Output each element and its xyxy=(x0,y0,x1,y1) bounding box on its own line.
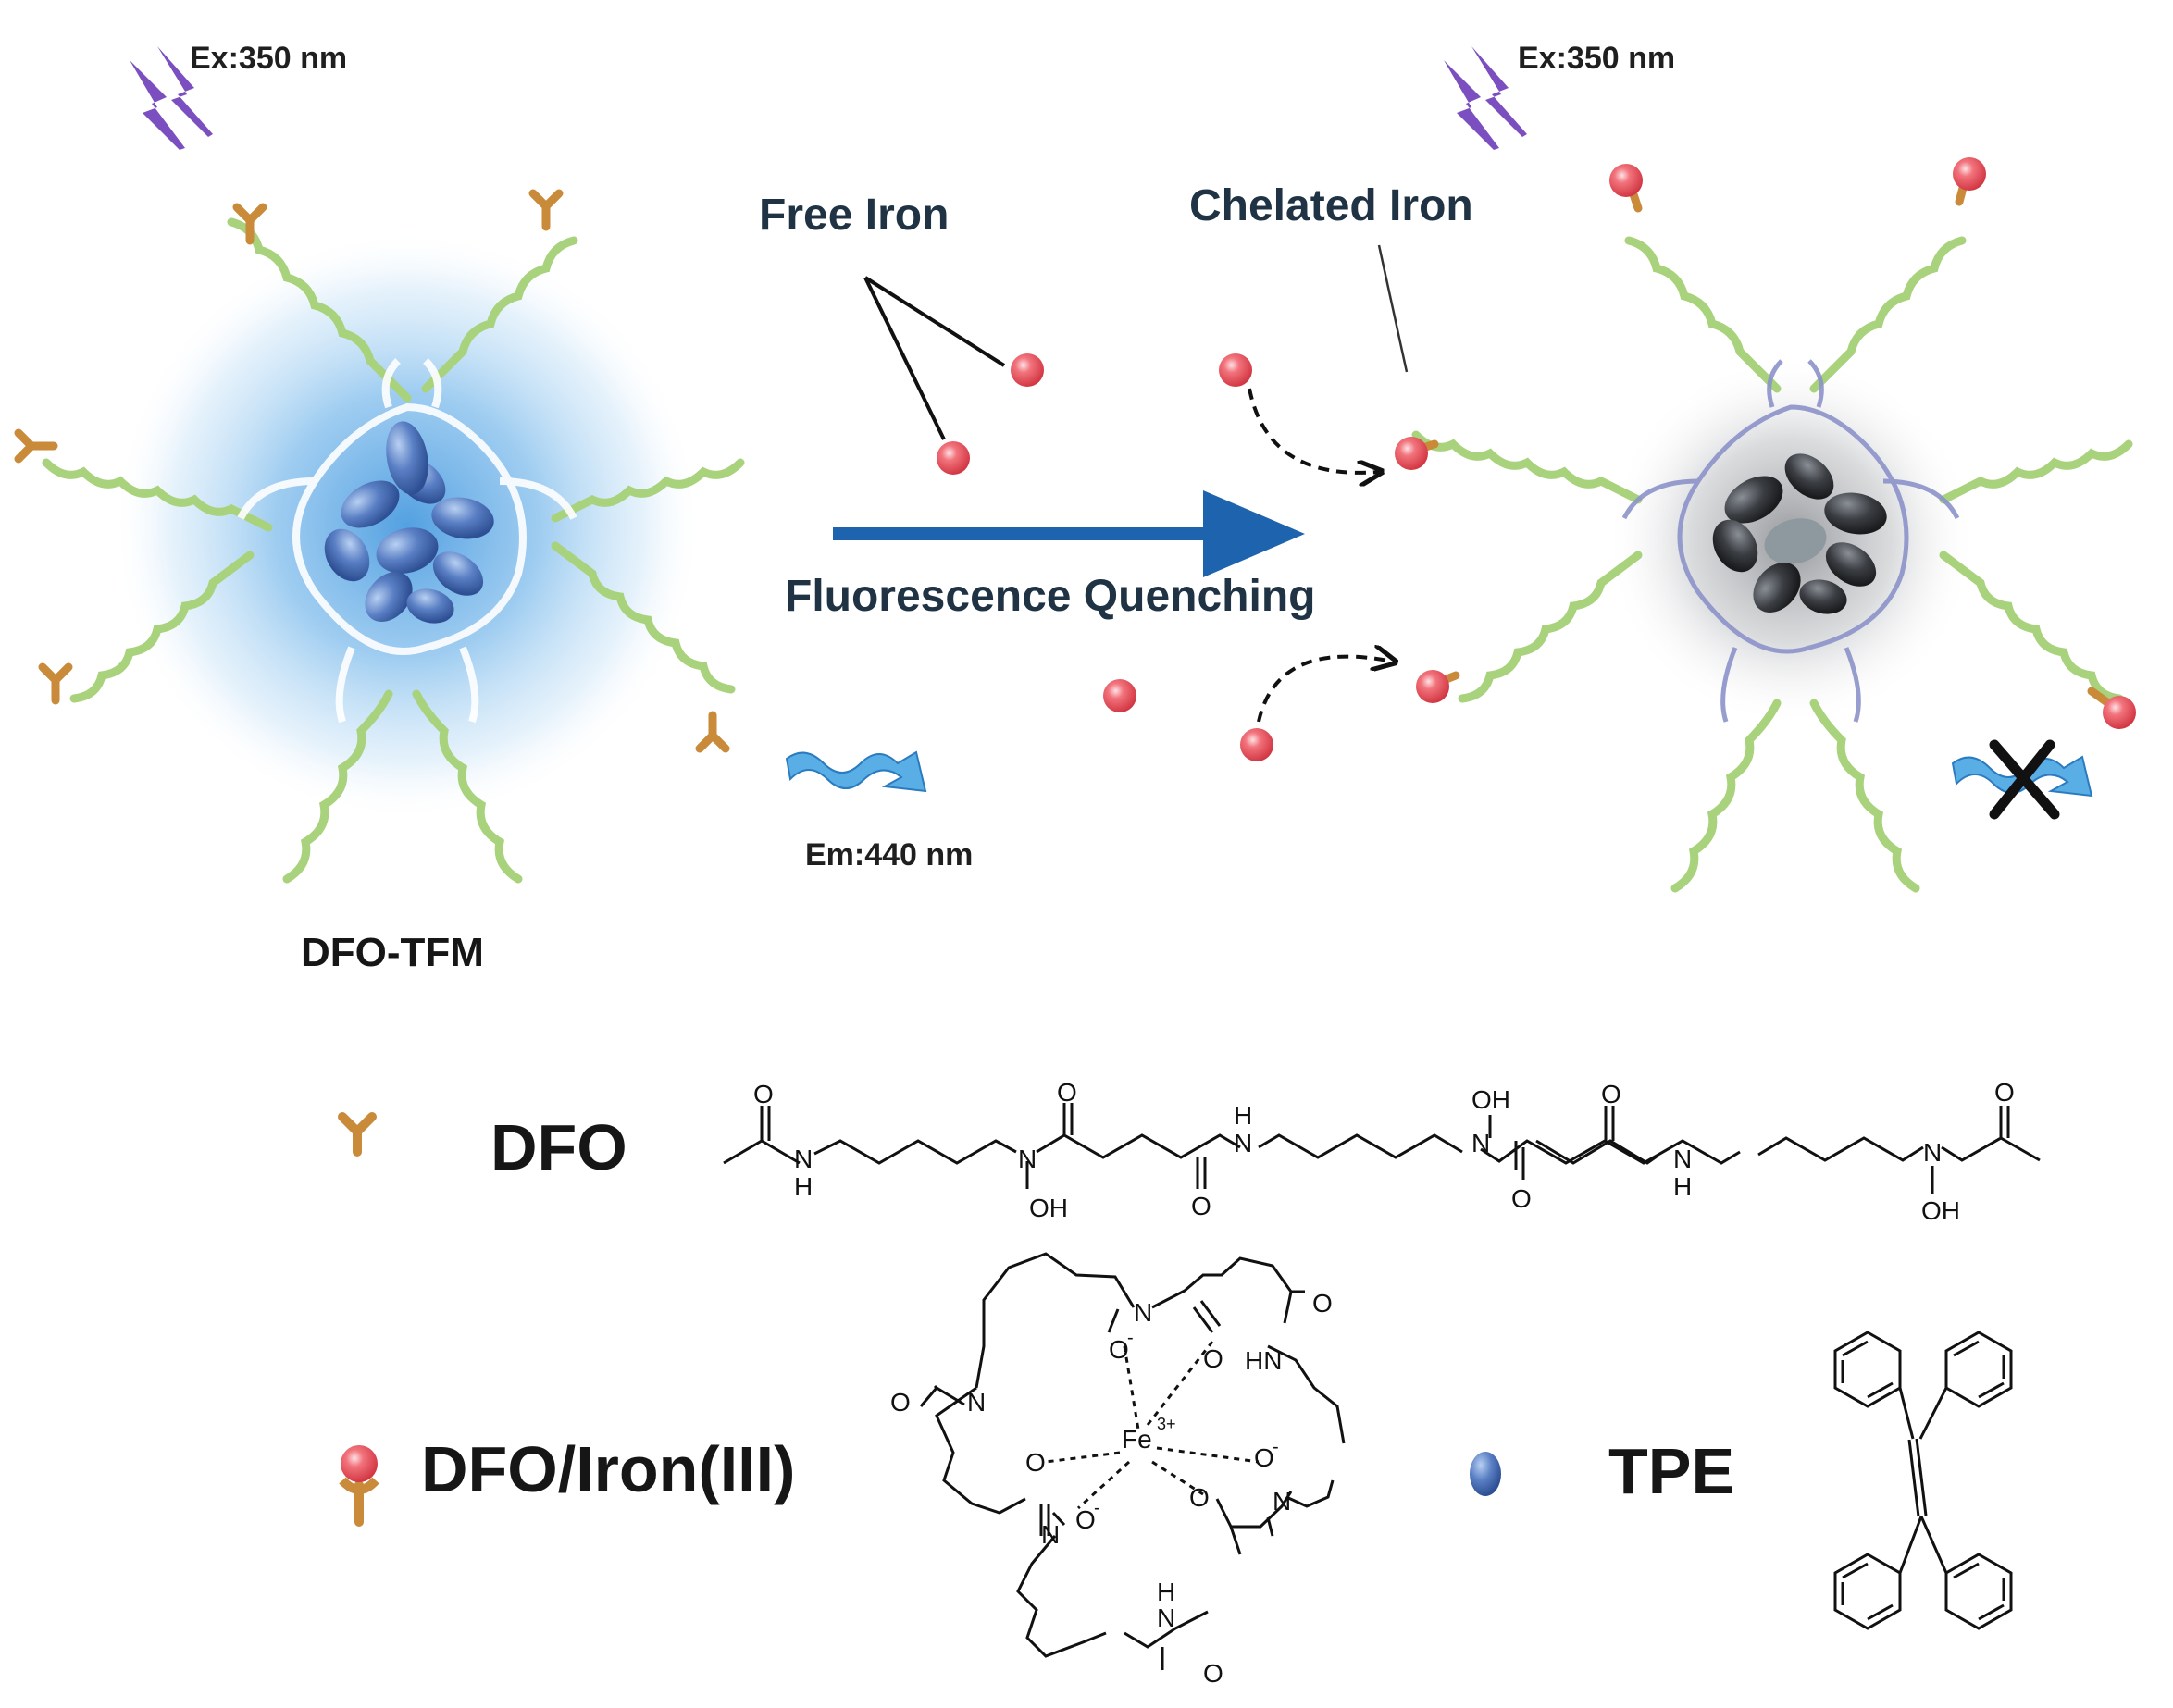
atom-n: N xyxy=(1273,1487,1291,1516)
atom-o: O xyxy=(1511,1184,1532,1213)
atom-n: N xyxy=(1923,1138,1942,1167)
atom-n: N xyxy=(967,1388,986,1417)
green-arms xyxy=(42,217,745,884)
dfo-ends-left xyxy=(14,189,730,753)
dendrimer-scaffold-right xyxy=(1621,359,1960,723)
excitation-label-left: Ex:350 nm xyxy=(190,41,348,76)
iron-ion xyxy=(937,441,970,475)
atom-n: N xyxy=(1673,1145,1692,1173)
charge-minus: - xyxy=(1127,1328,1134,1348)
dendrimer-scaffold-left xyxy=(237,358,577,724)
atom-fe: Fe xyxy=(1122,1425,1152,1454)
chelation-dashed-arrows xyxy=(1248,388,1393,723)
atom-n: N xyxy=(1134,1298,1152,1327)
iron-ion xyxy=(1219,353,1252,387)
atom-n: N xyxy=(794,1145,813,1173)
tpe-core-left xyxy=(324,421,494,624)
atom-n: N xyxy=(1471,1129,1490,1157)
green-arms-right xyxy=(1411,236,2133,893)
atom-o: O xyxy=(1994,1078,2015,1107)
iron-ions xyxy=(937,353,1273,761)
blue-glow xyxy=(111,229,703,822)
atom-o-minus: O xyxy=(1254,1443,1274,1472)
emission-arrow-icon xyxy=(785,750,927,793)
tpe-structure xyxy=(1833,1331,2013,1630)
dfo-tfm-particle xyxy=(14,189,745,884)
free-iron-label: Free Iron xyxy=(759,191,950,240)
atom-o: O xyxy=(1203,1659,1223,1688)
atom-o: O xyxy=(1203,1344,1223,1373)
tpe-core-right xyxy=(1712,453,1887,614)
coordination-bonds xyxy=(1045,1341,1260,1510)
iron-ion xyxy=(1103,679,1136,712)
quenched-particle xyxy=(1395,157,2136,893)
fe-charge: 3+ xyxy=(1157,1415,1176,1433)
lightning-icon xyxy=(1444,46,1527,150)
atom-o: O xyxy=(1189,1483,1210,1512)
atom-o-minus: O xyxy=(1109,1335,1129,1364)
blocked-emission-icon xyxy=(1951,739,2093,820)
atom-n: N xyxy=(1018,1145,1037,1173)
complex-atom-labels: N O O - O HN O N Fe 3+ O O - O N N O - H… xyxy=(890,1289,1333,1688)
dfo-iron-legend-label: DFO/Iron(III) xyxy=(421,1433,796,1505)
atom-o-minus: O xyxy=(1075,1505,1096,1534)
dfo-iron-complex-structure xyxy=(919,1252,1346,1670)
dfo-iron-ends xyxy=(1395,157,2136,729)
atom-n: N xyxy=(1041,1520,1060,1549)
atom-o: O xyxy=(1057,1078,1077,1107)
atom-o: O xyxy=(1312,1289,1333,1318)
dfo-legend-label: DFO xyxy=(490,1111,627,1183)
atom-h: H xyxy=(1234,1101,1252,1130)
quenching-arrow xyxy=(833,490,1305,577)
atom-o: O xyxy=(1025,1448,1046,1477)
atom-h: H xyxy=(1673,1172,1692,1201)
atom-n: N xyxy=(1234,1129,1252,1157)
atom-n: N xyxy=(1157,1603,1175,1632)
dfo-legend-icon xyxy=(338,1112,377,1157)
iron-ion xyxy=(1011,353,1044,387)
chelated-iron-label: Chelated Iron xyxy=(1189,181,1473,230)
atom-o: O xyxy=(890,1388,911,1417)
dfo-tfm-label: DFO-TFM xyxy=(301,930,484,975)
atom-o: O xyxy=(1601,1080,1621,1108)
atom-o: O xyxy=(1191,1192,1211,1220)
charge-minus: - xyxy=(1273,1437,1279,1457)
iron-ion xyxy=(1240,728,1273,761)
atom-hn: HN xyxy=(1245,1346,1282,1375)
tpe-legend-label: TPE xyxy=(1608,1435,1735,1507)
dfo-structure xyxy=(723,1103,2041,1194)
tpe-legend-icon xyxy=(1470,1452,1501,1496)
fluorescence-quenching-label: Fluorescence Quenching xyxy=(785,572,1316,621)
charge-minus: - xyxy=(1094,1498,1100,1518)
chelated-iron-pointer xyxy=(1377,244,1409,373)
atom-h: H xyxy=(1157,1578,1175,1606)
dfo-iron-legend-icon xyxy=(339,1445,379,1527)
dfo-atom-labels: O N H N OH O O H N OH N O O N H N OH O xyxy=(753,1078,2015,1225)
atom-h: H xyxy=(794,1172,813,1201)
free-iron-pointer xyxy=(863,276,1006,440)
excitation-label-right: Ex:350 nm xyxy=(1518,41,1676,76)
lightning-icon xyxy=(130,46,213,150)
emission-label: Em:440 nm xyxy=(805,837,974,873)
atom-o: O xyxy=(753,1080,774,1108)
atom-oh: OH xyxy=(1471,1085,1510,1114)
atom-oh: OH xyxy=(1029,1194,1068,1222)
atom-oh: OH xyxy=(1921,1196,1960,1225)
